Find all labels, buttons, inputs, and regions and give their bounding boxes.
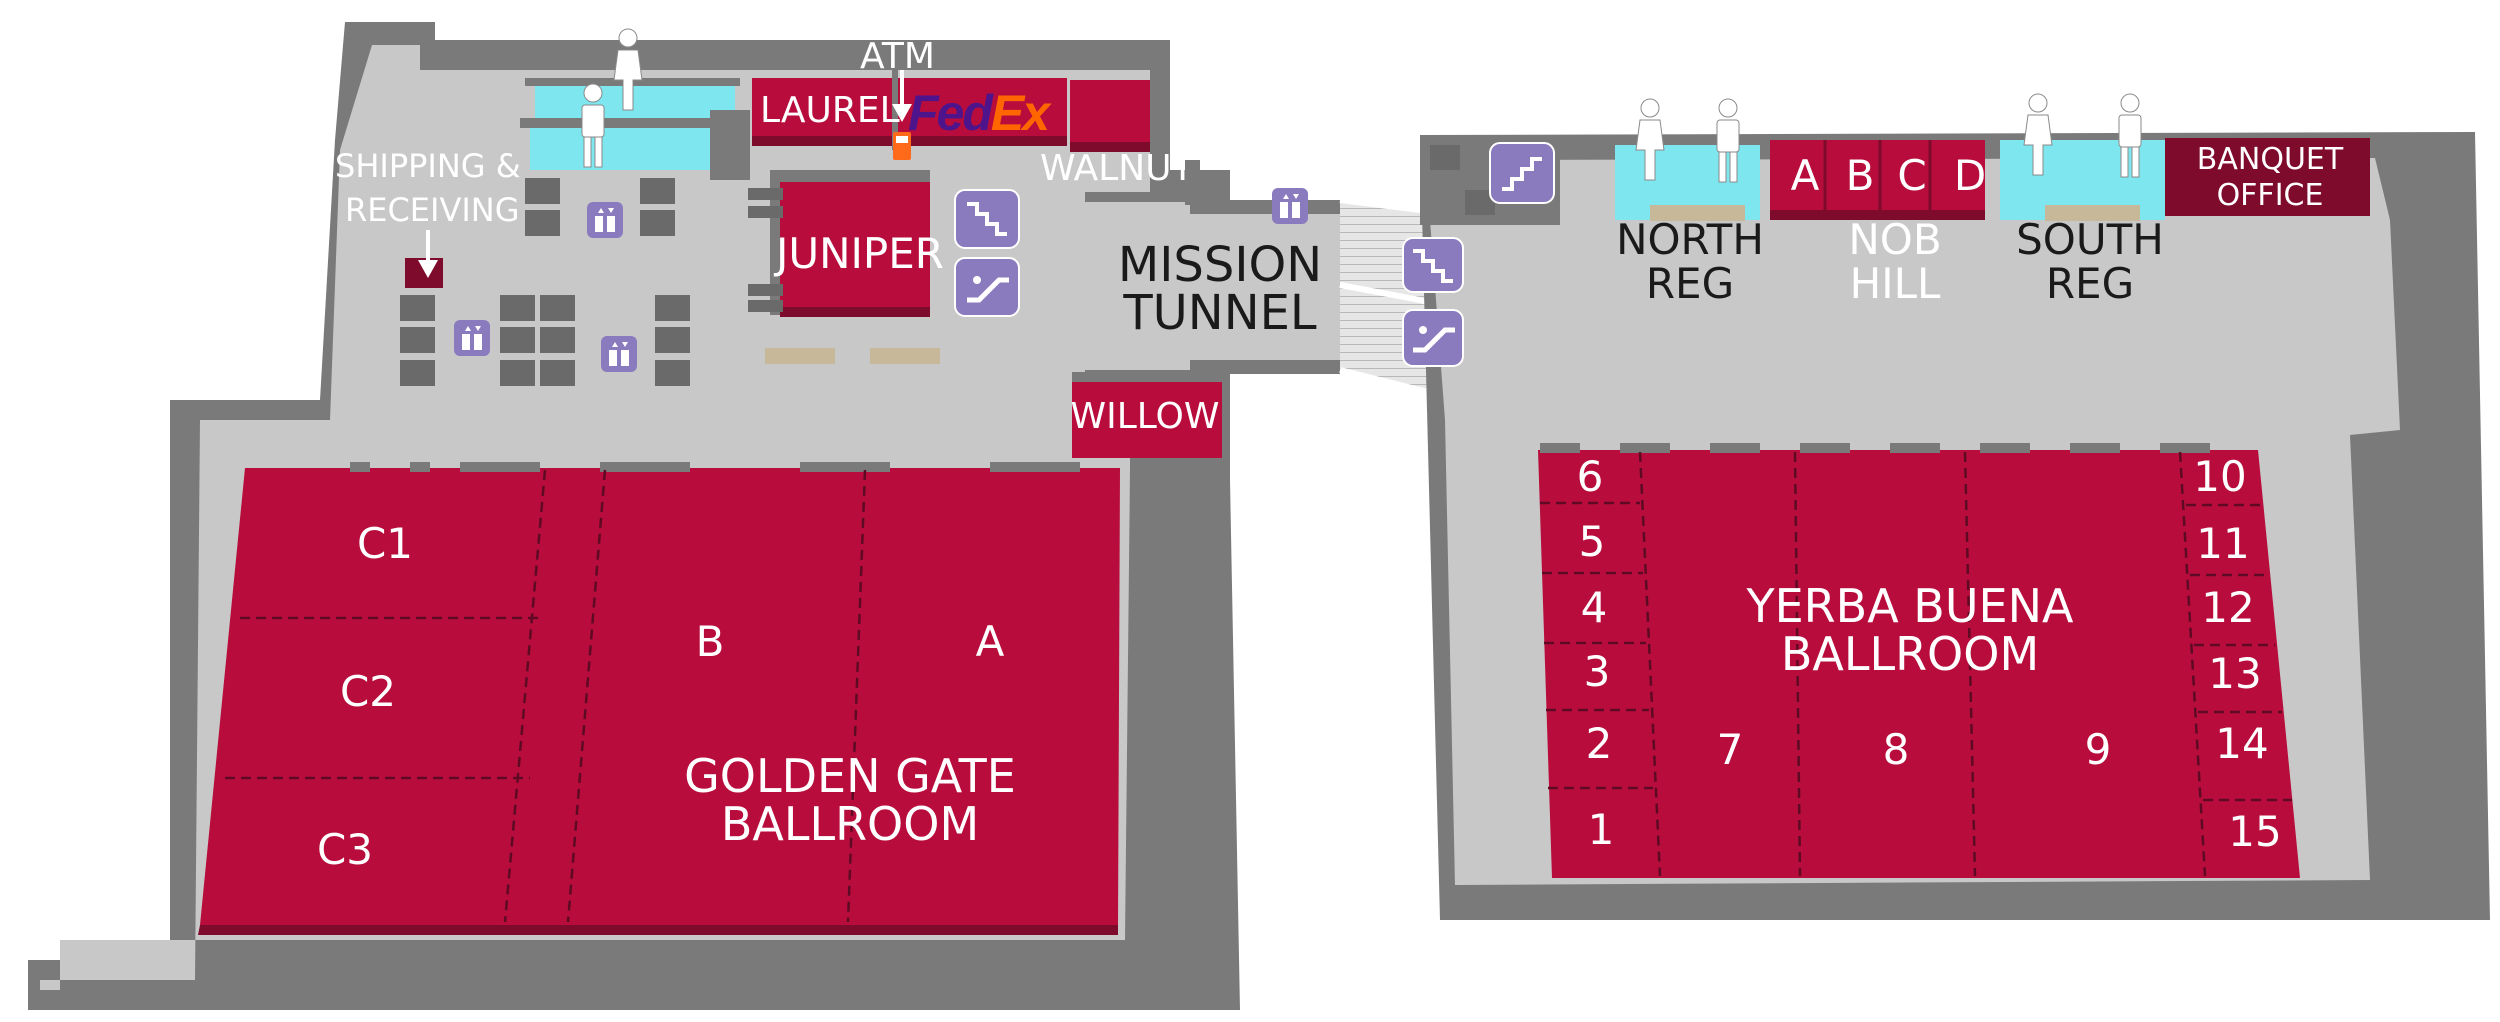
- yerba-buena-12-label: 12: [2201, 583, 2255, 632]
- yerba-buena-ballroom: [1538, 450, 2300, 878]
- yerba-buena-9-label: 9: [2084, 725, 2112, 774]
- nob-hill-label-line2: HILL: [1849, 259, 1941, 308]
- banquet-office-label-line1: BANQUET: [2196, 142, 2344, 177]
- nob-hill-c-label: C: [1897, 151, 1927, 200]
- golden-gate-ballroom: [200, 468, 1120, 925]
- south-reg-label-line2: REG: [2045, 259, 2135, 308]
- yerba-buena-2-label: 2: [1585, 719, 1613, 768]
- mission-tunnel-label-line2: TUNNEL: [1123, 285, 1317, 341]
- yerba-buena-5-label: 5: [1578, 517, 1606, 566]
- yerba-buena-13-label: 13: [2208, 649, 2262, 698]
- south-reg-label-line1: SOUTH: [2016, 215, 2164, 264]
- mission-tunnel: [1085, 200, 1340, 370]
- yerba-buena-label-line1: YERBA BUENA: [1746, 579, 2074, 633]
- yerba-buena-7-label: 7: [1716, 725, 1744, 774]
- north-reg-label-line1: NORTH: [1616, 215, 1764, 264]
- shipping-label-line1: SHIPPING &: [335, 147, 521, 185]
- nob-hill-b-label: B: [1845, 151, 1875, 200]
- banquet-office: [2165, 138, 2370, 216]
- yerba-buena-4-label: 4: [1580, 583, 1608, 632]
- golden-gate-label-line1: GOLDEN GATE: [684, 749, 1016, 803]
- yerba-buena-15-label: 15: [2228, 807, 2282, 856]
- golden-gate-a-label: A: [975, 617, 1005, 666]
- stairs-icon: [954, 142, 1555, 293]
- yerba-buena-14-label: 14: [2215, 719, 2269, 768]
- atm-icon: [893, 132, 911, 160]
- restroom-icon: [581, 28, 2142, 183]
- nob-hill-a-label: A: [1790, 151, 1820, 200]
- walnut-room: [1070, 80, 1150, 142]
- golden-gate-c1-label: C1: [356, 519, 414, 568]
- banquet-office-label-line2: OFFICE: [2216, 178, 2324, 213]
- yerba-buena-1-label: 1: [1587, 805, 1615, 854]
- restroom-upper: [535, 80, 735, 118]
- willow-label: WILLOW: [1070, 396, 1220, 437]
- yerba-buena-3-label: 3: [1583, 647, 1611, 696]
- shipping-label-line2: RECEIVING: [345, 191, 520, 229]
- fedex-logo: FedEx: [908, 85, 1050, 141]
- laurel-label: LAUREL: [760, 90, 900, 131]
- golden-gate-c3-label: C3: [316, 825, 374, 874]
- yerba-buena-6-label: 6: [1576, 452, 1604, 501]
- elevator-banks-left: [400, 178, 690, 386]
- escalator-icon: [954, 257, 1464, 367]
- fedex-room: [892, 78, 1067, 136]
- juniper-label: JUNIPER: [776, 229, 944, 278]
- nob-hill-d-label: D: [1953, 151, 1987, 200]
- walnut-label: WALNUT: [1040, 148, 1194, 189]
- nob-hill-label-line1: NOB: [1848, 215, 1942, 264]
- laurel-room: [752, 78, 892, 136]
- yerba-buena-label-line2: BALLROOM: [1780, 627, 2040, 681]
- golden-gate-label-line2: BALLROOM: [720, 797, 980, 851]
- atm-label: ATM: [860, 36, 935, 77]
- elevator-icon: [454, 188, 1308, 372]
- restroom-lower: [530, 128, 710, 170]
- arrow-down-icon: [418, 70, 912, 278]
- yerba-buena-10-label: 10: [2193, 452, 2247, 501]
- yerba-buena-8-label: 8: [1882, 725, 1910, 774]
- juniper-room: [780, 182, 930, 307]
- willow-room: [1072, 380, 1222, 458]
- nob-hill-rooms: [1770, 140, 1985, 210]
- golden-gate-c2-label: C2: [339, 667, 397, 716]
- north-reg-label-line2: REG: [1645, 259, 1735, 308]
- golden-gate-b-label: B: [695, 617, 725, 666]
- mission-tunnel-label-line1: MISSION: [1117, 237, 1323, 293]
- yerba-buena-11-label: 11: [2196, 519, 2250, 568]
